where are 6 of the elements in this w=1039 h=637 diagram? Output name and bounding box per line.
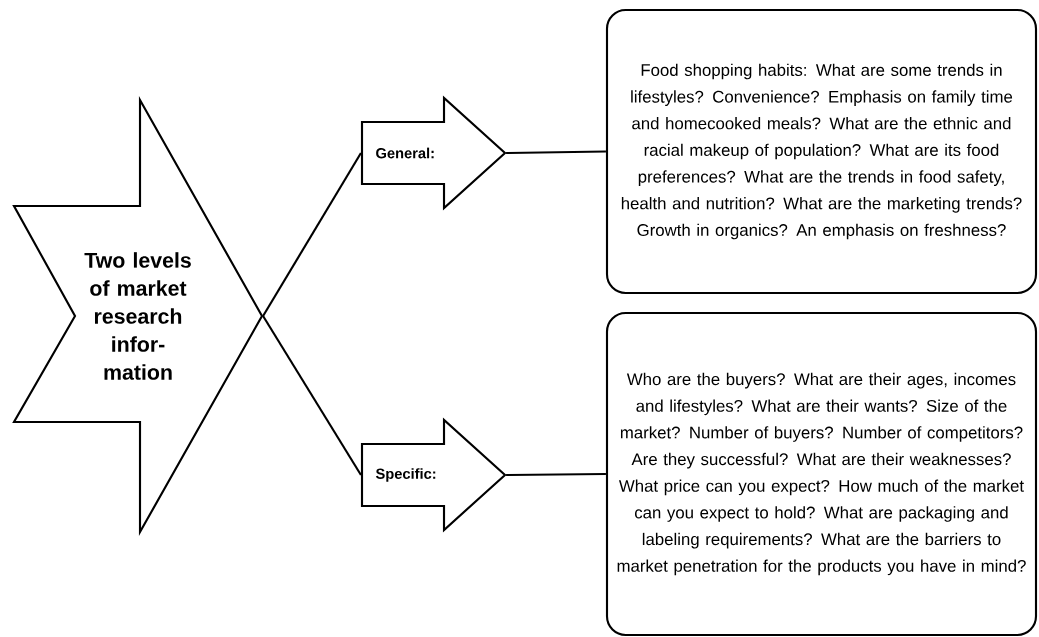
connector-line [262,315,362,476]
text-box: Food shopping habits: What are some trends in lifestyles? Convenience? Emphasis on family time and homecooked meals? What are the ethnic and racial makeup of population? What are its food preferences? What are the trends in food safety, health and nutrition? What are the marketing trends? Growth in organics? An emphasis on freshness? [605,8,1038,295]
connector-line [506,150,606,155]
connector-line [506,472,606,477]
text-box: Who are the buyers? What are their ages, incomes and lifestyles? What are their wants? Size of the market? Number of buyers? Number of competitors? Are they successful? What are their weaknesses? What price can you expect? How much of the market can you expect to hold? What are packaging and labeling requirements? What are the barriers to market penetration for the products you have in mind? [605,311,1038,637]
connector-line [262,152,362,317]
